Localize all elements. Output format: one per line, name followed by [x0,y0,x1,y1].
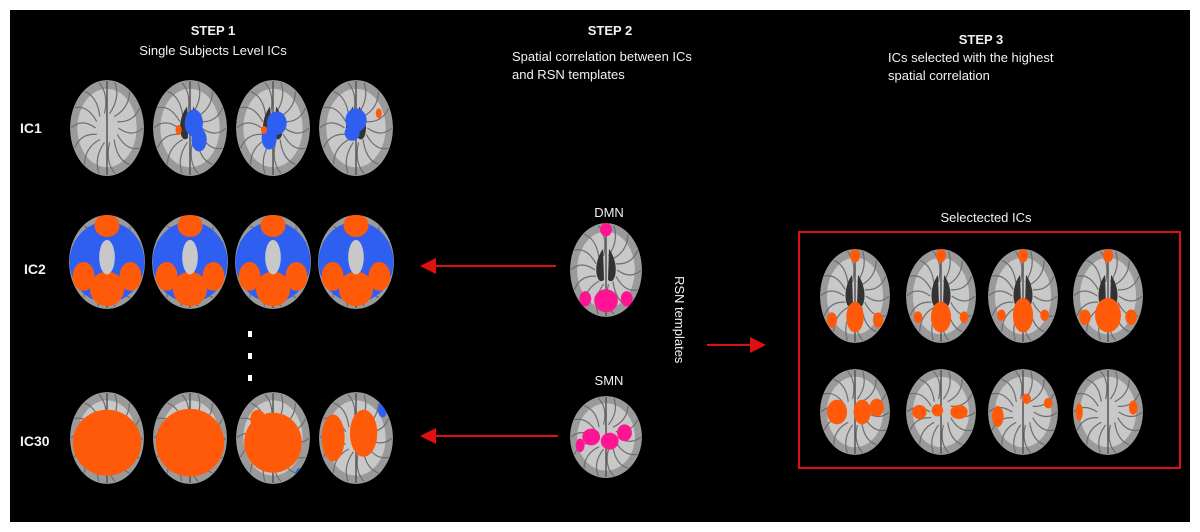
selected-ic-slice [988,249,1058,343]
brain-slice-ic2 [318,215,394,309]
step2-heading: STEP 2 [587,23,633,38]
selected-ics-box [798,231,1181,469]
step3-caption-line1: ICs selected with the highest [888,50,1054,65]
step1-heading: STEP 1 [190,23,236,38]
brain-slice-ic2 [152,215,228,309]
dmn-template-slice [570,223,642,317]
selected-ics-title: Selectected ICs [940,210,1032,225]
brain-slice-ic2 [69,215,145,309]
brain-slice-ic1 [236,80,310,176]
smn-template-slice [570,396,642,478]
step3-caption-line2: spatial correlation [888,68,990,83]
ellipsis-dot [248,353,252,359]
brain-slice-ic1 [153,80,227,176]
step1-caption: Single Subjects Level ICs [139,43,287,58]
brain-slice-ic1 [319,80,393,176]
selected-ic-slice [820,249,890,343]
brain-slice-ic30 [319,392,393,484]
dmn-label: DMN [594,205,624,220]
row-label-ic1: IC1 [20,120,42,136]
step2-caption-line2: and RSN templates [512,67,625,82]
selected-ic-slice [906,249,976,343]
selected-ic-slice [820,369,890,455]
row-label-ic30: IC30 [20,433,50,449]
brain-slice-ic30 [236,392,310,484]
ellipsis-dot [248,375,252,381]
selected-ic-slice [906,369,976,455]
brain-slice-ic30 [153,392,227,484]
selected-ic-slice [988,369,1058,455]
selected-ic-slice [1073,369,1143,455]
brain-slice-ic1 [70,80,144,176]
ellipsis-dot [248,331,252,337]
row-label-ic2: IC2 [24,261,46,277]
brain-slice-ic30 [70,392,144,484]
step3-heading: STEP 3 [958,32,1004,47]
selected-ic-slice [1073,249,1143,343]
smn-label: SMN [594,373,624,388]
brain-slice-ic2 [235,215,311,309]
step2-caption-line1: Spatial correlation between ICs [512,49,692,64]
